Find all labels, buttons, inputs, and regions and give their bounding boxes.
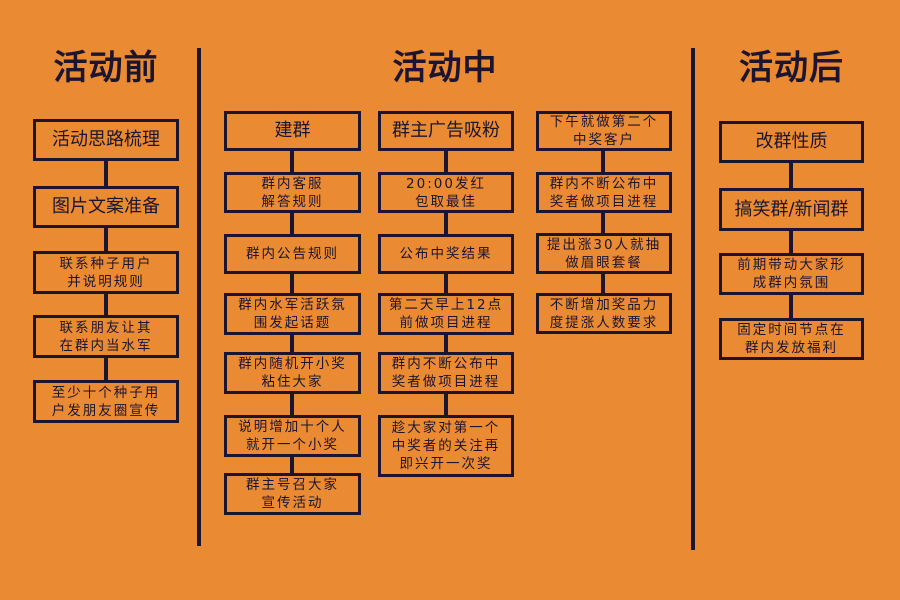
section-title-before: 活动前: [53, 48, 159, 88]
step-box: 搞笑群/新闻群: [719, 188, 864, 231]
divider-left: [197, 48, 201, 546]
step-box: 提出涨30人就抽 做眉眼套餐: [536, 233, 672, 274]
step-box: 公布中奖结果: [378, 234, 514, 274]
step-box: 趁大家对第一个 中奖者的关注再 即兴开一次奖: [378, 415, 514, 477]
step-box: 固定时间节点在 群内发放福利: [719, 318, 864, 360]
step-box: 不断增加奖品力 度提涨人数要求: [536, 293, 672, 334]
divider-right: [691, 48, 695, 550]
step-box: 联系种子用户 并说明规则: [33, 251, 179, 294]
section-title-during: 活动中: [392, 48, 498, 88]
step-box: 群内客服 解答规则: [224, 172, 361, 213]
step-box: 群内公告规则: [224, 234, 361, 274]
step-box: 20:00发红 包取最佳: [378, 172, 514, 213]
step-box: 图片文案准备: [33, 186, 179, 228]
step-box: 联系朋友让其 在群内当水军: [33, 315, 179, 358]
section-title-after: 活动后: [739, 48, 844, 88]
step-box: 说明增加十个人 就开一个小奖: [224, 415, 361, 457]
step-box: 群主号召大家 宣传活动: [224, 473, 361, 515]
connector: [789, 162, 793, 322]
step-box: 群内不断公布中 奖者做项目进程: [378, 352, 514, 394]
step-box: 群内随机开小奖 粘住大家: [224, 352, 361, 394]
step-box: 改群性质: [719, 121, 864, 163]
step-box: 第二天早上12点 前做项目进程: [378, 293, 514, 335]
step-box: 下午就做第二个 中奖客户: [536, 111, 672, 151]
connector: [444, 150, 448, 416]
step-box: 活动思路梳理: [33, 119, 179, 161]
step-box: 前期带动大家形 成群内氛围: [719, 253, 864, 295]
step-box: 群内不断公布中 奖者做项目进程: [536, 172, 672, 213]
connector: [601, 150, 605, 300]
step-box: 群主广告吸粉: [378, 111, 514, 151]
connector: [104, 160, 108, 312]
step-box: 至少十个种子用 户发朋友圈宣传: [33, 380, 179, 423]
step-box: 建群: [224, 111, 361, 151]
step-box: 群内水军活跃氛 围发起话题: [224, 293, 361, 335]
